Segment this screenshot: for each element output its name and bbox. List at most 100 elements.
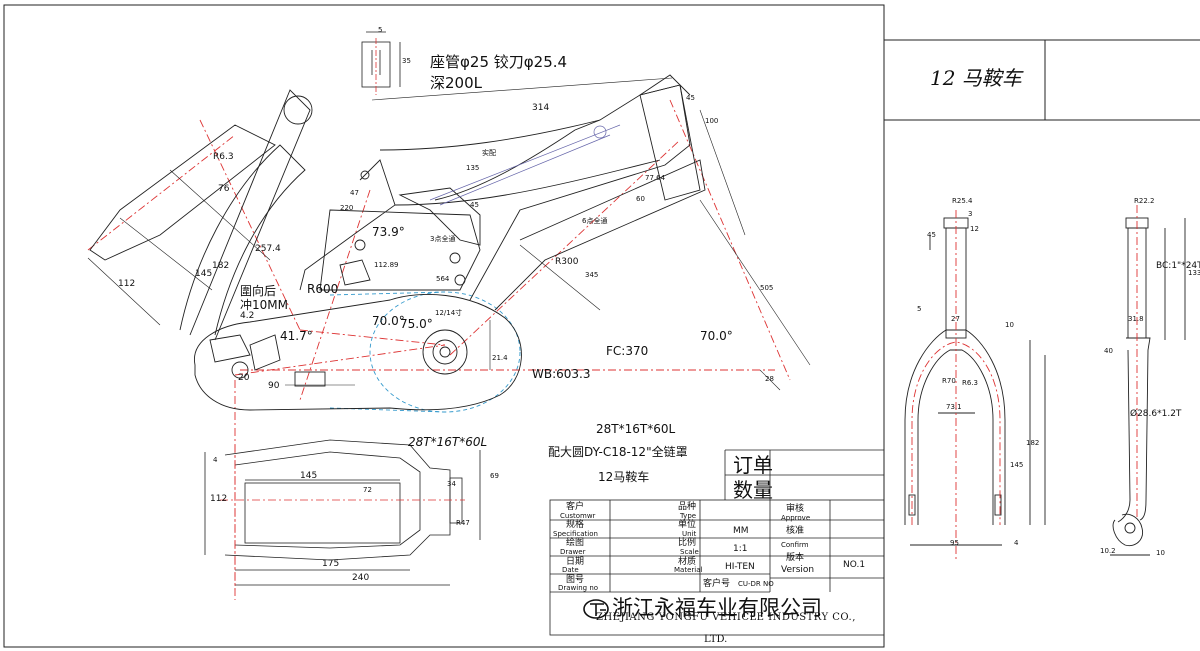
dim-505: 505 <box>760 284 774 292</box>
tb-drawer-en: Drawer <box>560 548 586 556</box>
frame-dimension-lines <box>87 77 811 391</box>
tb-date-cn: 日期 <box>566 557 585 567</box>
tb-type-cn: 品种 <box>678 502 697 512</box>
tb-unit-en: Unit <box>682 530 697 538</box>
gear-spec: 28T*16T*60L <box>596 422 676 436</box>
dim-314: 314 <box>532 103 550 113</box>
dim-100: 100 <box>705 117 719 125</box>
fork-dim-10: 10 <box>1005 321 1014 329</box>
frame-outline <box>89 74 706 411</box>
fork-side-dim-r22-2: R22.2 <box>1134 197 1155 205</box>
dim-257-4: 257.4 <box>255 244 281 254</box>
fork-dim-5: 5 <box>917 305 922 313</box>
stay-spec-label: 28T*16T*60L <box>408 435 488 449</box>
dim-564: 564 <box>436 275 450 283</box>
three-through-note: 3点全通 <box>430 235 456 243</box>
dropout-note-2: 冲10MM <box>240 298 288 312</box>
dim-182: 182 <box>212 261 230 271</box>
dim-220: 220 <box>340 204 354 212</box>
model-note: 12马鞍车 <box>598 470 650 484</box>
fork-dim-182: 182 <box>1026 439 1040 447</box>
fork-side-bc: BC:1"*24T <box>1156 261 1200 271</box>
stay-dim-34: 34 <box>447 480 456 488</box>
tb-spec-cn: 规格 <box>566 520 585 530</box>
tb-material-cn: 材质 <box>678 557 697 567</box>
fork-side-tube: Ø28.6*1.2T <box>1130 409 1182 419</box>
order-label: 订单 <box>733 453 773 477</box>
tb-version-value: NO.1 <box>843 560 866 570</box>
dim-77-64: 77.64 <box>645 174 666 182</box>
dim-112-89: 112.89 <box>374 261 399 269</box>
tb-scale-en: Scale <box>680 548 699 556</box>
tb-approve-en: Approve <box>781 514 811 522</box>
tb-scale-cn: 比例 <box>678 538 697 548</box>
company-name-cn: 浙江永福车业有限公司 <box>612 596 822 620</box>
dim-76: 76 <box>218 184 230 194</box>
dim-21-4: 21.4 <box>492 354 508 362</box>
gusset-sketch <box>429 124 621 206</box>
fork-dim-r25-4: R25.4 <box>952 197 973 205</box>
frame-centerlines <box>87 99 791 600</box>
dim-47: 47 <box>350 189 359 197</box>
dim-r300: R300 <box>555 257 579 267</box>
tb-unit-value: MM <box>733 526 749 536</box>
dim-wheel-size: 12/14寸 <box>435 309 463 317</box>
chain-guard-note: 配大圆DY-C18-12"全链罩 <box>548 445 688 459</box>
fork-side-view <box>1110 205 1186 556</box>
fork-dim-r70: R70 <box>942 377 956 385</box>
tb-date-en: Date <box>562 566 579 574</box>
dim-45b: 45 <box>470 201 479 209</box>
product-title: 12 马鞍车 <box>930 66 1022 90</box>
dim-45a: 45 <box>686 94 695 102</box>
fork-side-dim-10-2: 10.2 <box>1100 547 1116 555</box>
tb-unit-cn: 单位 <box>678 520 697 530</box>
fork-front-view <box>904 210 1046 560</box>
seat-tube-detail <box>361 31 401 95</box>
tb-version-en: Version <box>781 565 815 575</box>
real-fit-note: 实配 <box>482 149 496 157</box>
dim-112: 112 <box>118 279 136 289</box>
dim-135: 135 <box>466 164 480 172</box>
stay-dim-4: 4 <box>213 456 218 464</box>
company-logo <box>583 599 609 619</box>
fork-dim-95: 95 <box>950 539 959 547</box>
stay-dim-112: 112 <box>210 494 228 504</box>
dim-5: 5 <box>378 26 383 34</box>
tb-approve-cn: 审核 <box>786 504 805 514</box>
tb-material-en: Material <box>674 566 703 574</box>
dim-145: 145 <box>195 269 213 279</box>
dim-35: 35 <box>402 57 411 65</box>
tb-drawing-no-en: Drawing no <box>558 584 599 592</box>
tb-cust-no-en: CU-DR NO <box>738 580 774 588</box>
fork-side-dim-10: 10 <box>1156 549 1165 557</box>
tb-customer-cn: 客户 <box>566 502 585 512</box>
tb-drawing-no-cn: 图号 <box>566 575 585 585</box>
angle-75: 75.0° <box>400 317 433 331</box>
fork-dim-12: 12 <box>970 225 979 233</box>
quantity-label: 数量 <box>733 478 773 502</box>
company-name-en-1: ZHEJIANG YONGFU VEHICLE INDUSTRY CO., <box>596 612 856 623</box>
sheet-border <box>3 4 1200 648</box>
stay-dim-145: 145 <box>300 471 318 481</box>
depth-note: 深200L <box>430 74 482 92</box>
frame-side-view <box>87 74 811 600</box>
dim-r600: R600 <box>307 282 339 296</box>
stay-dim-69: 69 <box>490 472 499 480</box>
tb-type-en: Type <box>680 512 697 520</box>
stay-dim-175: 175 <box>322 559 340 569</box>
stay-dim-240: 240 <box>352 573 370 583</box>
dim-60: 60 <box>636 195 645 203</box>
fork-dim-145: 145 <box>1010 461 1024 469</box>
dim-28: 28 <box>765 375 774 383</box>
stay-dim-72: 72 <box>363 486 372 494</box>
angle-70-a: 70.0° <box>372 314 405 328</box>
tb-spec-en: Specification <box>553 530 598 538</box>
fork-side-dim-40: 40 <box>1104 347 1113 355</box>
dim-r6-3: R6.3 <box>213 152 234 162</box>
tb-version-cn: 版本 <box>786 553 805 563</box>
fork-dim-4: 4 <box>1014 539 1019 547</box>
chain-guard-outline <box>329 291 521 413</box>
tb-material-value: HI-TEN <box>725 562 755 572</box>
tb-scale-value: 1:1 <box>733 544 748 554</box>
